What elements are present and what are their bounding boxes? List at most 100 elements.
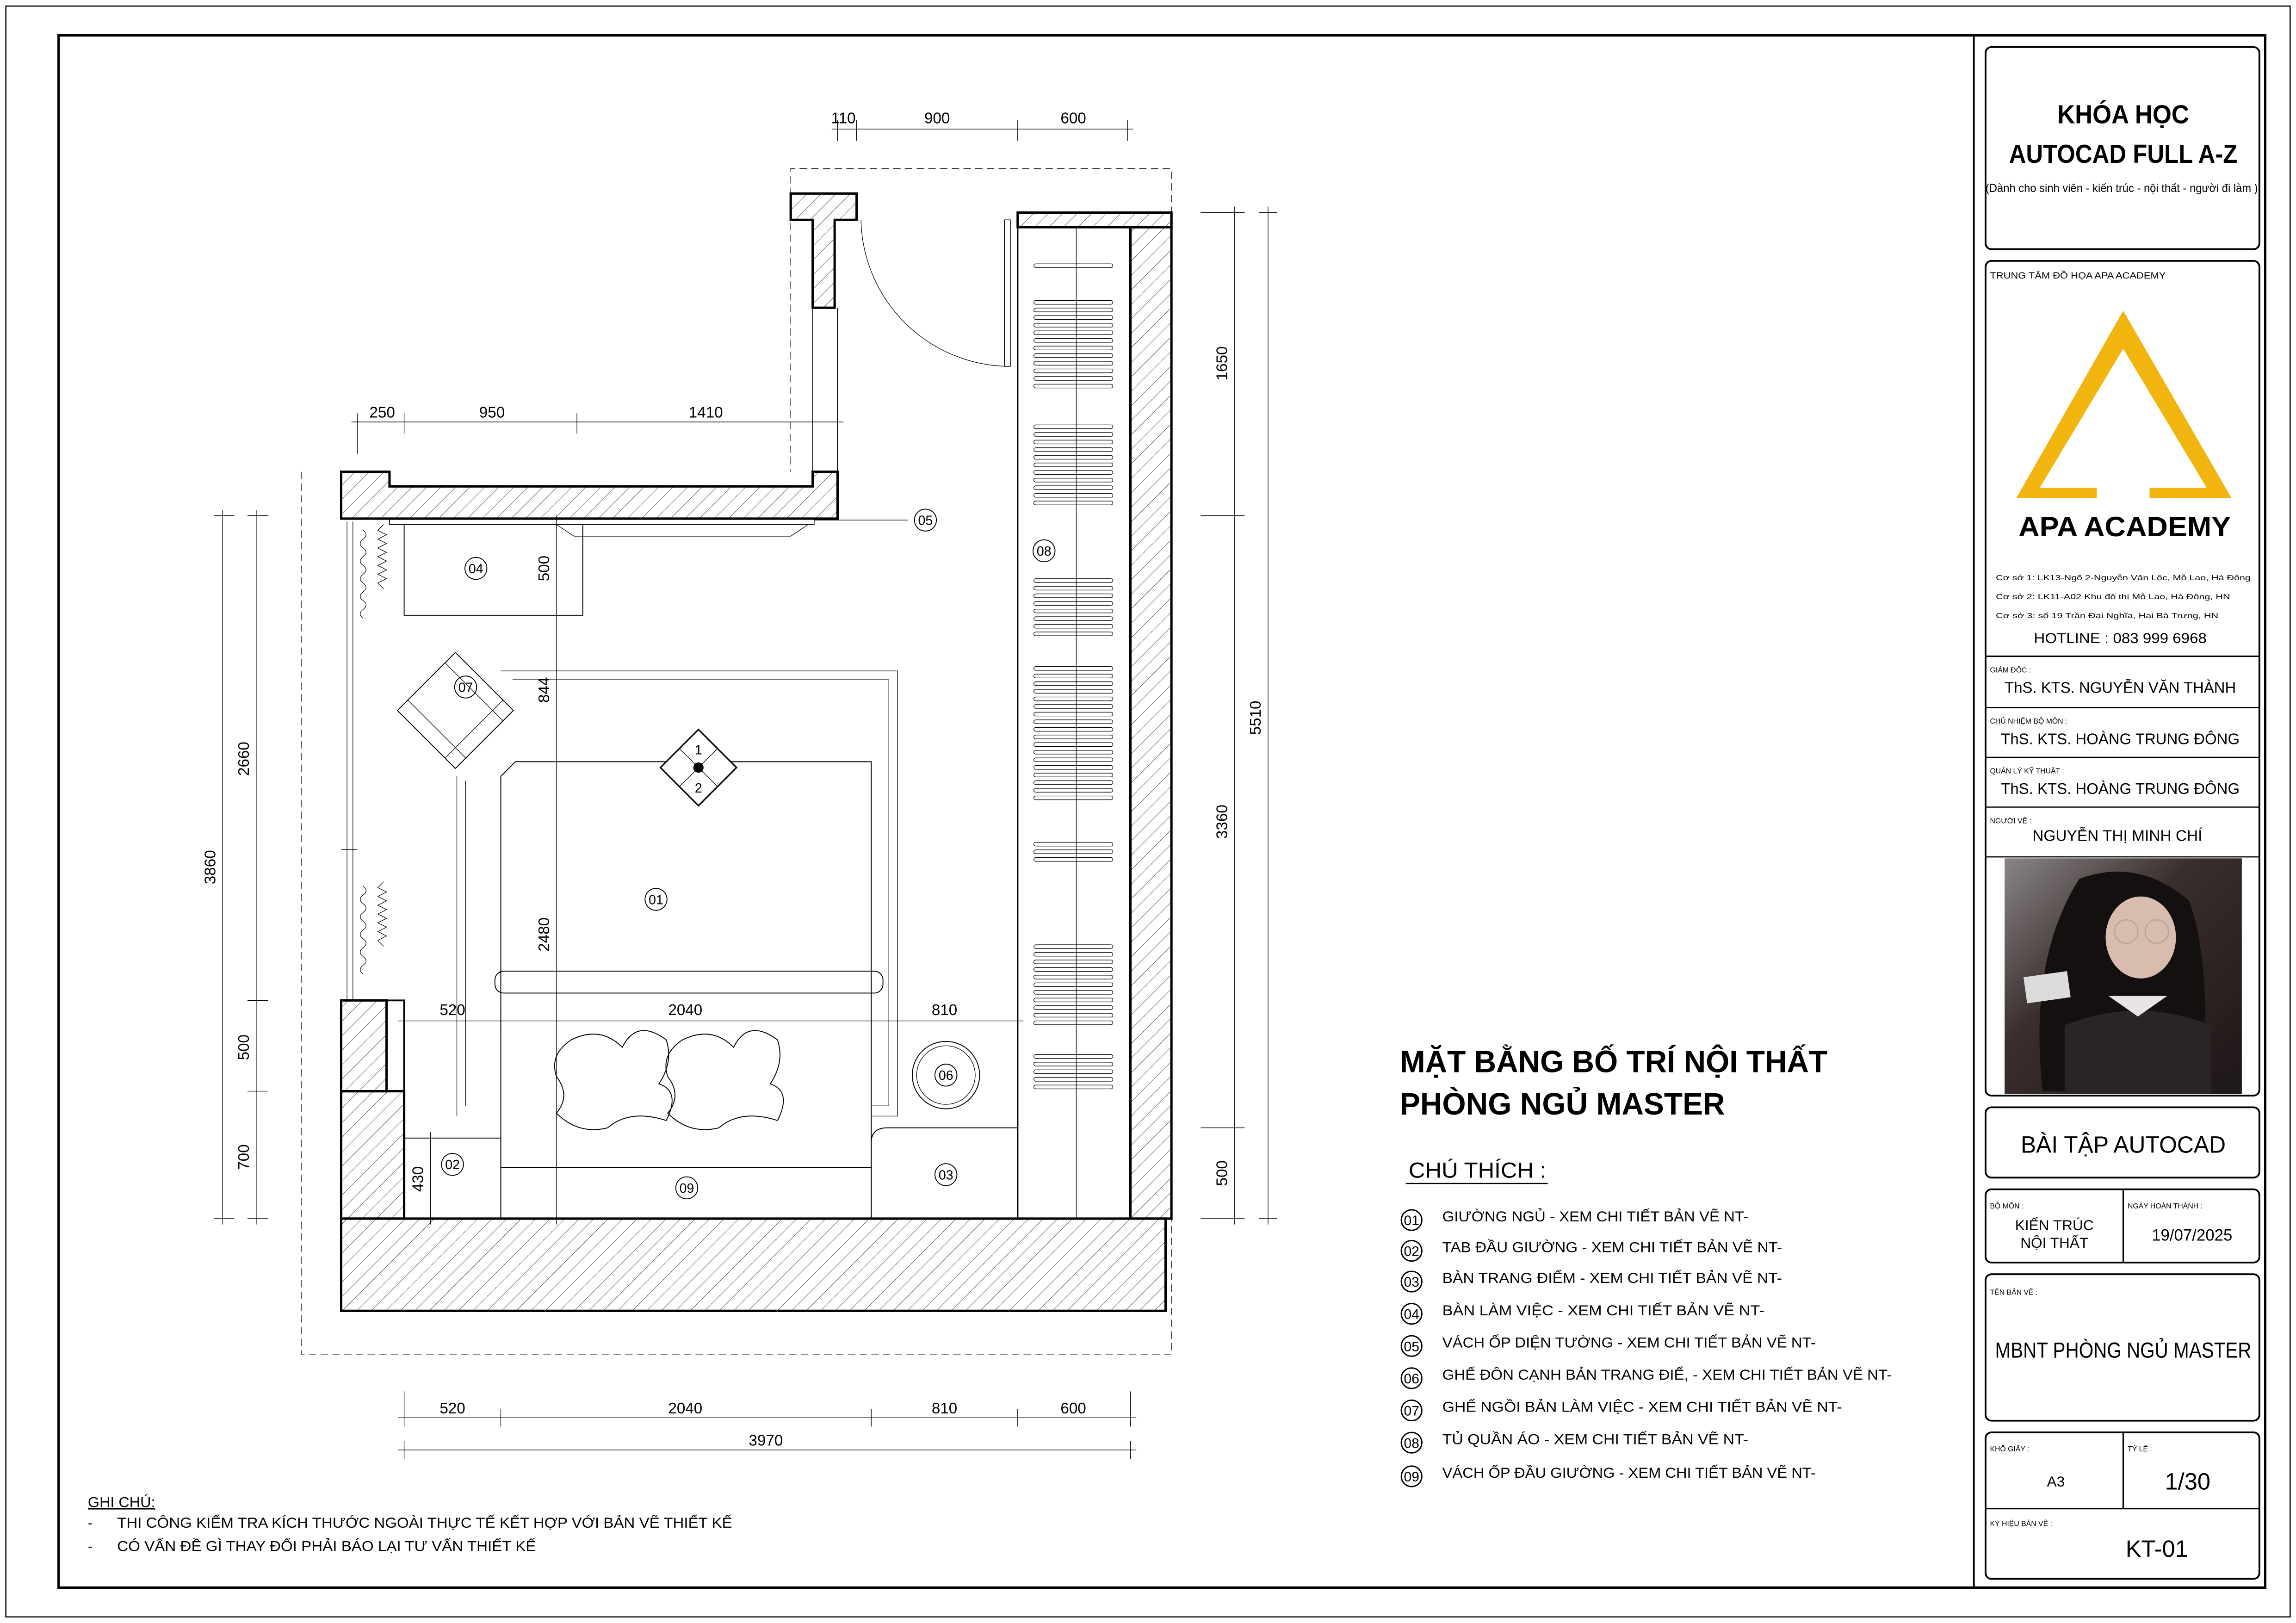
wardrobe-slat [1033,323,1114,328]
legend-item-text: GIƯỜNG NGỦ - XEM CHI TIẾT BẢN VẼ NT- [1442,1208,1749,1225]
wardrobe-slat [1033,447,1114,452]
wardrobe-slat [1033,338,1114,343]
wardrobe-slat [1033,493,1114,498]
wardrobe-slat [1033,624,1114,629]
wardrobe-slat [1033,1077,1114,1082]
legend-heading: CHÚ THÍCH : [1409,1158,1547,1183]
assignment-title: BÀI TẬP AUTOCAD [2021,1131,2226,1158]
dim-left-total: 3860 [202,850,219,884]
lower-left-wall [340,1090,406,1220]
dim-inner-h-0: 520 [439,1002,465,1019]
dim-left-0: 2660 [235,742,253,776]
wardrobe-slat [1033,477,1114,483]
drawing-frame [57,34,2267,1589]
drawing-title-line1: MẶT BẰNG BỐ TRÍ NỘI THẤT [1400,1044,1827,1079]
left-window [341,521,388,1001]
date-label: NGÀY HOÀN THÀNH : [2128,1202,2203,1210]
dim-top-2: 600 [1060,110,1086,127]
bottom-wall [340,1217,1167,1312]
wardrobe-slat [1033,967,1114,972]
wardrobe-slat [1033,485,1114,490]
sheet-code: KT-01 [2126,1536,2188,1562]
dresser-03: 03 [871,1127,1018,1219]
completion-date: 19/07/2025 [2152,1226,2232,1244]
address-1: Cơ sở 1: LK13-Ngõ 2-Nguyễn Văn Lộc, Mỗ L… [1996,573,2251,582]
legend-item-text: BÀN LÀM VIỆC - XEM CHI TIẾT BẢN VẼ NT- [1442,1302,1764,1319]
dim-left-2: 700 [235,1144,253,1170]
wardrobe-slat [1033,773,1114,777]
hotline: HOTLINE : 083 999 6968 [2034,630,2206,646]
legend-item-text: VÁCH ỐP DIỆN TƯỜNG - XEM CHI TIẾT BẢN VẼ… [1442,1334,1816,1350]
dim-top-1: 900 [924,110,950,127]
subject-line1: KIẾN TRÚC [2015,1217,2094,1233]
wardrobe-slat [1033,330,1114,335]
top-right-wall [1016,211,1173,229]
legend-number-circle [1400,1303,1423,1325]
wardrobe-slat [1033,601,1114,606]
note-bullet-1: - [88,1514,93,1531]
wardrobe-slat [1033,361,1114,365]
wardrobe-slat [1033,735,1114,739]
tag-07: 07 [458,680,473,695]
wardrobe-slat [1033,455,1114,460]
dim-upper-0: 250 [369,404,395,421]
dim-right-1: 3360 [1213,805,1231,839]
wardrobe-slat [1033,300,1114,305]
legend-number-circle [1400,1399,1423,1422]
wardrobe-slat [1033,952,1114,957]
wardrobe-slat [1033,616,1114,621]
wardrobe-slat [1033,263,1114,268]
legend-number: 05 [1404,1339,1419,1354]
address-2: Cơ sở 2: LK11-A02 Khu đô thị Mỗ Lao, Hà … [1996,592,2230,601]
center-name: TRUNG TÂM ĐỒ HỌA APA ACADEMY [1990,271,2166,281]
dim-inner-h-2: 810 [932,1002,957,1019]
dimension-labels: 110 900 600 250 950 1410 3860 2660 500 7… [202,110,1264,1449]
legend-item-text: GHẾ NGỒI BẢN LÀM VIỆC - XEM CHI TIẾT BẢN… [1442,1399,1842,1415]
wardrobe-slat [1033,712,1114,717]
tag-06: 06 [939,1068,953,1083]
wardrobe-slat [1033,765,1114,770]
pillow-left [554,1030,673,1130]
wardrobe-slat [1033,944,1114,949]
subject-label: BỘ MÔN : [1990,1202,2024,1210]
legend-number-circle [1400,1270,1423,1293]
tech-manager-name: ThS. KTS. HOÀNG TRUNG ĐÔNG [2001,780,2240,798]
wardrobe-slat [1033,1005,1114,1010]
title-block: KHÓA HỌC AUTOCAD FULL A-Z (Dành cho sinh… [1985,46,2260,1580]
wardrobe-slat [1033,424,1114,429]
dim-upper-2: 1410 [689,404,723,421]
wardrobe-slat [1033,997,1114,1003]
wardrobe-slat [1033,463,1114,467]
notes-heading: GHI CHÚ: [88,1493,155,1510]
wardrobe-slat [1033,594,1114,598]
legend-number-circle [1400,1431,1423,1454]
wardrobe-slat [1033,681,1114,686]
dim-right-2: 500 [1213,1160,1231,1186]
wardrobe-slat [1033,1062,1114,1066]
wardrobe-slat [1033,727,1114,732]
dim-bottom-0: 520 [439,1400,465,1417]
floor-plan: 05 04 07 01 09 [202,110,1277,1459]
tag-08: 08 [1037,544,1052,559]
legend-number: 01 [1404,1213,1419,1228]
wardrobe-slat [1033,666,1114,671]
left-pier-face [385,999,405,1092]
director-label: GIÁM ĐỐC : [1990,665,2031,674]
wardrobe-slat [1033,674,1114,678]
course-title-line2: AUTOCAD FULL A-Z [2009,139,2238,169]
wardrobe-slat [1033,308,1114,312]
tag-02: 02 [445,1158,460,1172]
dim-right-total: 5510 [1247,700,1264,735]
stool-06: 06 [911,1041,980,1109]
top-wall [340,471,839,520]
wardrobe-slat [1033,982,1114,987]
desk-04: 04 [403,524,583,616]
legend-number-circle [1400,1335,1423,1357]
course-title-line1: KHÓA HỌC [2057,99,2189,129]
chair-07 [396,651,514,769]
director-name: ThS. KTS. NGUYỄN VĂN THÀNH [2005,679,2236,697]
legend-number: 04 [1404,1307,1419,1322]
wardrobe-slat [1033,719,1114,724]
legend-number: 09 [1404,1469,1419,1485]
